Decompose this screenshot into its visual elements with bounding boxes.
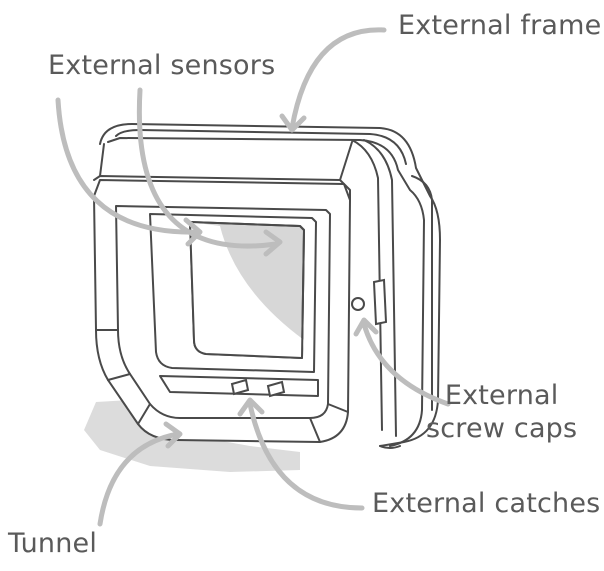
label-external-screw-caps: External screw caps	[426, 380, 577, 446]
external-catches	[230, 378, 286, 398]
label-external-screw-caps-line1: External	[444, 380, 559, 411]
label-external-catches: External catches	[372, 488, 601, 519]
label-external-screw-caps-line2: screw caps	[426, 412, 578, 444]
label-tunnel: Tunnel	[8, 528, 98, 559]
arrow-external-sensor-left	[55, 97, 201, 235]
annotation-arrows	[55, 27, 451, 527]
flap	[149, 213, 319, 397]
label-external-frame: External frame	[398, 10, 602, 41]
label-external-sensors: External sensors	[48, 50, 276, 81]
arrow-external-frame	[289, 27, 387, 131]
arrow-external-sensor-right	[136, 87, 279, 249]
external-screw-caps	[351, 278, 388, 326]
arrow-tunnel	[97, 431, 181, 527]
external-frame	[93, 123, 441, 449]
arrow-external-catches-main	[247, 401, 365, 511]
arrow-external-screw-caps	[361, 321, 451, 407]
